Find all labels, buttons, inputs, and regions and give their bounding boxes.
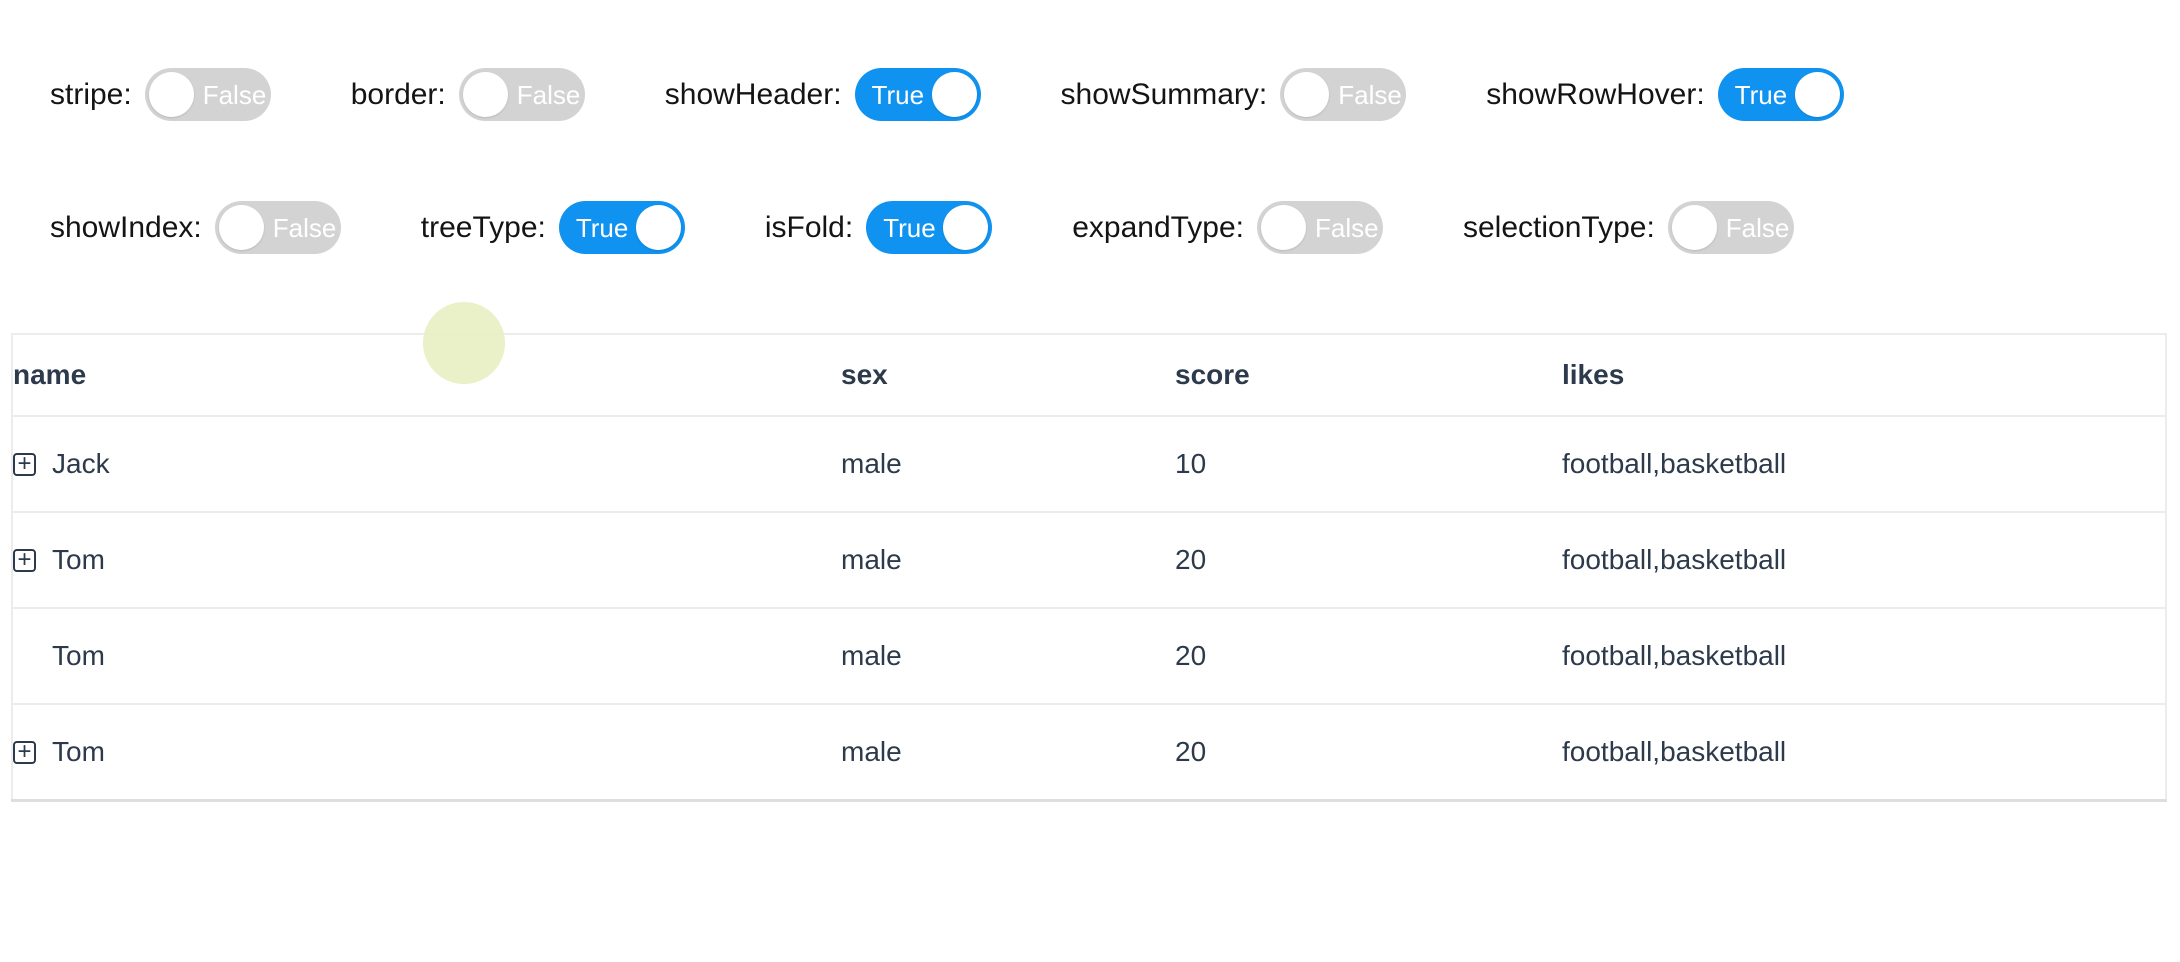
column-header-sex: sex [841,334,1175,417]
cell-likes: football,basketball [1562,640,1787,671]
toggle-state-label: False [1338,79,1402,110]
show-row-hover-toggle[interactable]: True [1717,68,1844,121]
cell-score: 20 [1175,544,1207,575]
stripe-toggle[interactable]: False [144,68,271,121]
show-index-toggle[interactable]: False [214,201,341,254]
stripe-label: stripe: [50,77,132,111]
toggle-knob [1261,205,1306,250]
control-show-index: showIndex: False [50,201,341,254]
expand-icon[interactable]: + [13,548,36,572]
cell-score: 20 [1175,736,1207,767]
show-row-hover-label: showRowHover: [1486,77,1705,111]
show-summary-label: showSummary: [1060,77,1268,111]
control-stripe: stripe: False [50,68,271,121]
table-row: Tom male 20 football,basketball [12,608,2166,704]
border-label: border: [350,77,446,111]
toggle-state-label: False [1725,212,1790,243]
toggle-knob [1671,205,1717,250]
toggle-state-label: True [1734,79,1788,110]
toggle-knob [218,205,264,250]
is-fold-toggle[interactable]: True [866,201,993,254]
control-expand-type: expandType: False [1072,201,1383,254]
toggle-state-label: True [871,79,925,110]
controls-row-1: stripe: False border: False showHeader: … [50,68,1844,121]
toggle-knob [462,72,508,117]
table-row: + Tom male 20 football,basketball [12,512,2166,608]
cell-likes: football,basketball [1562,736,1787,767]
toggle-knob [943,205,989,250]
column-header-score: score [1175,334,1562,417]
table-header-row: name sex score likes [12,334,2166,417]
toggle-knob [1284,72,1330,117]
selection-type-toggle[interactable]: False [1667,201,1794,254]
expand-icon[interactable]: + [13,740,36,764]
table-row: + Jack male 10 football,basketball [12,416,2166,512]
cell-sex: male [841,448,902,479]
toggle-state-label: True [575,212,629,243]
control-show-summary: showSummary: False [1061,68,1407,121]
selection-type-label: selectionType: [1463,210,1655,244]
show-summary-toggle[interactable]: False [1280,68,1407,121]
cell-likes: football,basketball [1562,448,1787,479]
toggle-knob [635,205,681,250]
cell-score: 10 [1175,448,1207,479]
expand-type-label: expandType: [1072,210,1244,244]
control-show-row-hover: showRowHover: True [1486,68,1844,121]
border-toggle[interactable]: False [458,68,585,121]
control-show-header: showHeader: True [665,68,981,121]
cell-score: 20 [1175,640,1207,671]
toggle-state-label: True [883,212,936,243]
column-header-likes: likes [1562,334,2166,417]
control-selection-type: selectionType: False [1463,201,1794,254]
show-header-toggle[interactable]: True [854,68,981,121]
toggle-state-label: False [272,212,337,243]
toggle-state-label: False [1315,212,1379,243]
column-header-name: name [12,334,841,417]
table-row: + Tom male 20 football,basketball [12,704,2166,801]
tree-type-label: treeType: [420,210,546,244]
control-border: border: False [351,68,585,121]
show-index-label: showIndex: [50,210,202,244]
cell-name: Tom [52,544,105,575]
cell-name: Jack [52,448,110,479]
cell-sex: male [841,544,902,575]
tree-type-toggle[interactable]: True [558,201,685,254]
data-table: name sex score likes + Jack male 10 foot… [11,333,2167,802]
is-fold-label: isFold: [764,210,854,244]
cell-sex: male [841,640,902,671]
show-header-label: showHeader: [664,77,842,111]
toggle-knob [148,72,194,117]
expand-type-toggle[interactable]: False [1257,201,1383,254]
control-tree-type: treeType: True [421,201,685,254]
controls-row-2: showIndex: False treeType: True isFold: … [50,201,1794,254]
control-is-fold: isFold: True [764,201,993,254]
cell-likes: football,basketball [1562,544,1787,575]
toggle-knob [931,72,977,117]
cell-sex: male [841,736,902,767]
toggle-knob [1794,72,1840,117]
expand-icon[interactable]: + [13,452,36,476]
toggle-state-label: False [202,79,267,110]
cell-name: Tom [52,736,105,767]
cell-name: Tom [52,640,105,671]
toggle-state-label: False [516,79,581,110]
